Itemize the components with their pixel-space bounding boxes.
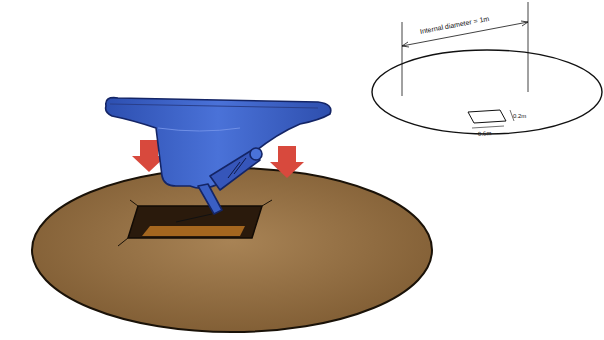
ground-slab xyxy=(32,168,432,332)
dimension-label: 0.6m xyxy=(478,130,492,137)
dimension-label: 0.2m xyxy=(513,113,526,119)
plan-view xyxy=(372,2,602,134)
squat-pan xyxy=(106,98,331,222)
dimension-label: Internal diameter = 1m xyxy=(419,15,489,35)
